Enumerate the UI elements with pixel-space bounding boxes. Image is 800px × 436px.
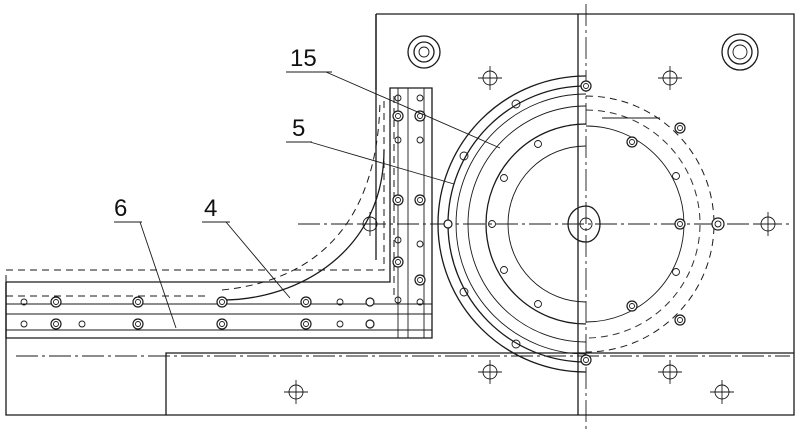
corner-holes (407, 33, 759, 71)
leader-4-diag (225, 221, 291, 299)
bolt-hole (580, 354, 592, 366)
label-part-4: 4 (204, 195, 217, 222)
small-hole (336, 320, 344, 328)
bolt-hole (132, 296, 144, 308)
bolt-hole (300, 318, 312, 330)
small-hole (500, 174, 508, 182)
base-plate (5, 13, 795, 416)
small-hole (534, 140, 542, 148)
small-hole (394, 136, 402, 144)
small-hole (672, 172, 680, 180)
leader-15-diag (325, 71, 501, 149)
label-part-15: 15 (290, 45, 317, 72)
crosshair-holes (284, 66, 780, 404)
ring-holes-right (626, 122, 725, 326)
center-lines (16, 4, 790, 432)
bolt-hole (392, 110, 404, 122)
bolt-hole (365, 319, 375, 329)
small-hole (394, 296, 402, 304)
leader-5-diag (309, 141, 455, 185)
l-arm (5, 87, 433, 339)
small-hole (488, 220, 496, 228)
bolt-hole (50, 318, 62, 330)
counterbore-hole (407, 35, 441, 69)
small-hole (20, 320, 28, 328)
label-part-6: 6 (114, 195, 127, 222)
bolt-hole (365, 297, 375, 307)
bolt-hole (414, 194, 426, 206)
callouts: 15 5 6 4 (114, 45, 501, 329)
bolt-hole (216, 296, 228, 308)
bolt-hole (392, 194, 404, 206)
bolt-hole (392, 256, 404, 268)
mount-hole (284, 380, 308, 404)
arm-bolt-holes (20, 296, 375, 330)
small-hole (416, 240, 424, 248)
small-hole (459, 151, 469, 161)
small-hole (336, 298, 344, 306)
small-hole (394, 236, 402, 244)
small-hole (459, 287, 469, 297)
mount-hole (358, 212, 382, 236)
bolt-hole (414, 110, 426, 122)
small-hole (78, 320, 86, 328)
bolt-hole (674, 218, 686, 230)
mount-hole (478, 360, 502, 384)
small-hole (20, 298, 28, 306)
mount-hole (756, 212, 780, 236)
small-hole (511, 339, 521, 349)
bolt-hole (50, 296, 62, 308)
small-hole (672, 268, 680, 276)
bolt-hole (216, 318, 228, 330)
mount-hole (658, 66, 682, 90)
bolt-hole (443, 219, 453, 229)
small-hole (511, 99, 521, 109)
small-hole (416, 298, 424, 306)
small-hole (416, 94, 424, 102)
bolt-hole (626, 136, 638, 148)
bolt-hole (580, 80, 592, 92)
counterbore-hole (721, 33, 759, 71)
leader-6-diag (139, 221, 177, 329)
label-part-5: 5 (292, 115, 305, 142)
vertical-arm-bolt-holes (392, 94, 426, 306)
bolt-hole (626, 300, 638, 312)
bolt-hole (674, 122, 686, 134)
rotary-table-left (437, 75, 601, 373)
bolt-hole (132, 318, 144, 330)
small-hole (394, 94, 402, 102)
mount-hole (478, 66, 502, 90)
bolt-hole (300, 296, 312, 308)
bolt-hole (711, 217, 725, 231)
bolt-hole (414, 274, 426, 286)
small-hole (416, 136, 424, 144)
ring-holes-left (443, 80, 592, 366)
mount-hole (658, 360, 682, 384)
mount-hole (710, 380, 734, 404)
small-hole (500, 266, 508, 274)
small-hole (534, 300, 542, 308)
bolt-hole (674, 314, 686, 326)
